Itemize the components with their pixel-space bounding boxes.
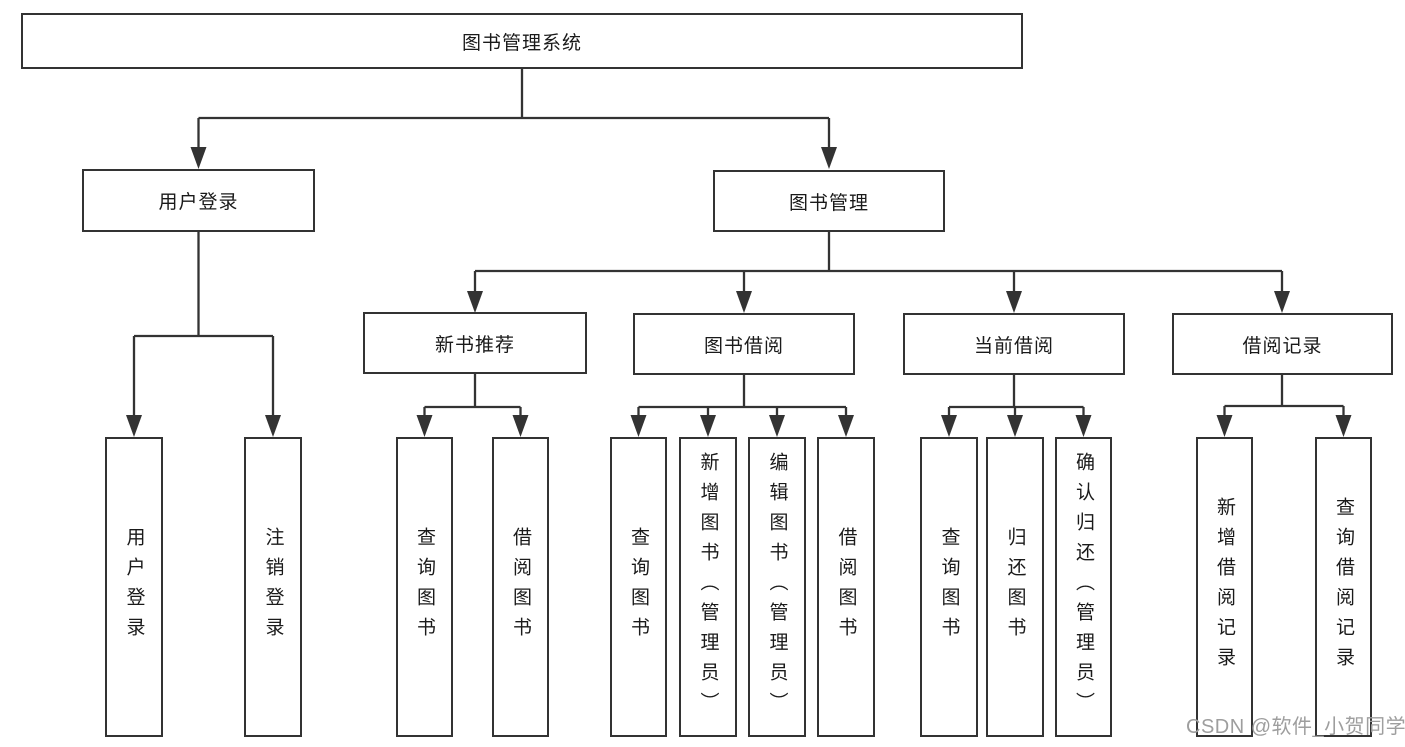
leaf-borrow-book: 借阅图书 <box>817 437 875 737</box>
node-book-borrow: 图书借阅 <box>633 313 855 375</box>
leaf-query-book-recommend: 查询图书 <box>396 437 453 737</box>
watermark: CSDN @软件_小贺同学 <box>1186 716 1405 738</box>
leaf-edit-book-admin: 编辑图书（管理员） <box>748 437 806 737</box>
node-user-login: 用户登录 <box>82 169 315 232</box>
leaf-query-borrow-record: 查询借阅记录 <box>1315 437 1372 737</box>
node-current-borrow: 当前借阅 <box>903 313 1125 375</box>
node-book-management: 图书管理 <box>713 170 945 232</box>
node-borrow-records-label: 借阅记录 <box>1242 335 1323 357</box>
node-new-book-recommend: 新书推荐 <box>363 312 587 374</box>
node-new-book-recommend-label: 新书推荐 <box>434 334 515 356</box>
node-borrow-records: 借阅记录 <box>1172 313 1393 375</box>
leaf-borrow-book-recommend: 借阅图书 <box>492 437 549 737</box>
leaf-return-book: 归还图书 <box>986 437 1044 737</box>
leaf-logout: 注销登录 <box>244 437 302 737</box>
node-user-login-label: 用户登录 <box>158 192 239 213</box>
leaf-query-book-current: 查询图书 <box>920 437 978 737</box>
node-book-management-label: 图书管理 <box>788 192 869 214</box>
leaf-add-borrow-record: 新增借阅记录 <box>1196 437 1253 737</box>
node-root: 图书管理系统 <box>21 13 1023 69</box>
leaf-query-book-borrow: 查询图书 <box>610 437 667 737</box>
node-book-borrow-label: 图书借阅 <box>703 335 784 357</box>
leaf-confirm-return-admin: 确认归还（管理员） <box>1055 437 1112 737</box>
node-root-label: 图书管理系统 <box>461 32 582 54</box>
node-current-borrow-label: 当前借阅 <box>973 335 1054 357</box>
leaf-add-book-admin: 新增图书（管理员） <box>679 437 737 737</box>
leaf-user-login: 用户登录 <box>105 437 163 737</box>
